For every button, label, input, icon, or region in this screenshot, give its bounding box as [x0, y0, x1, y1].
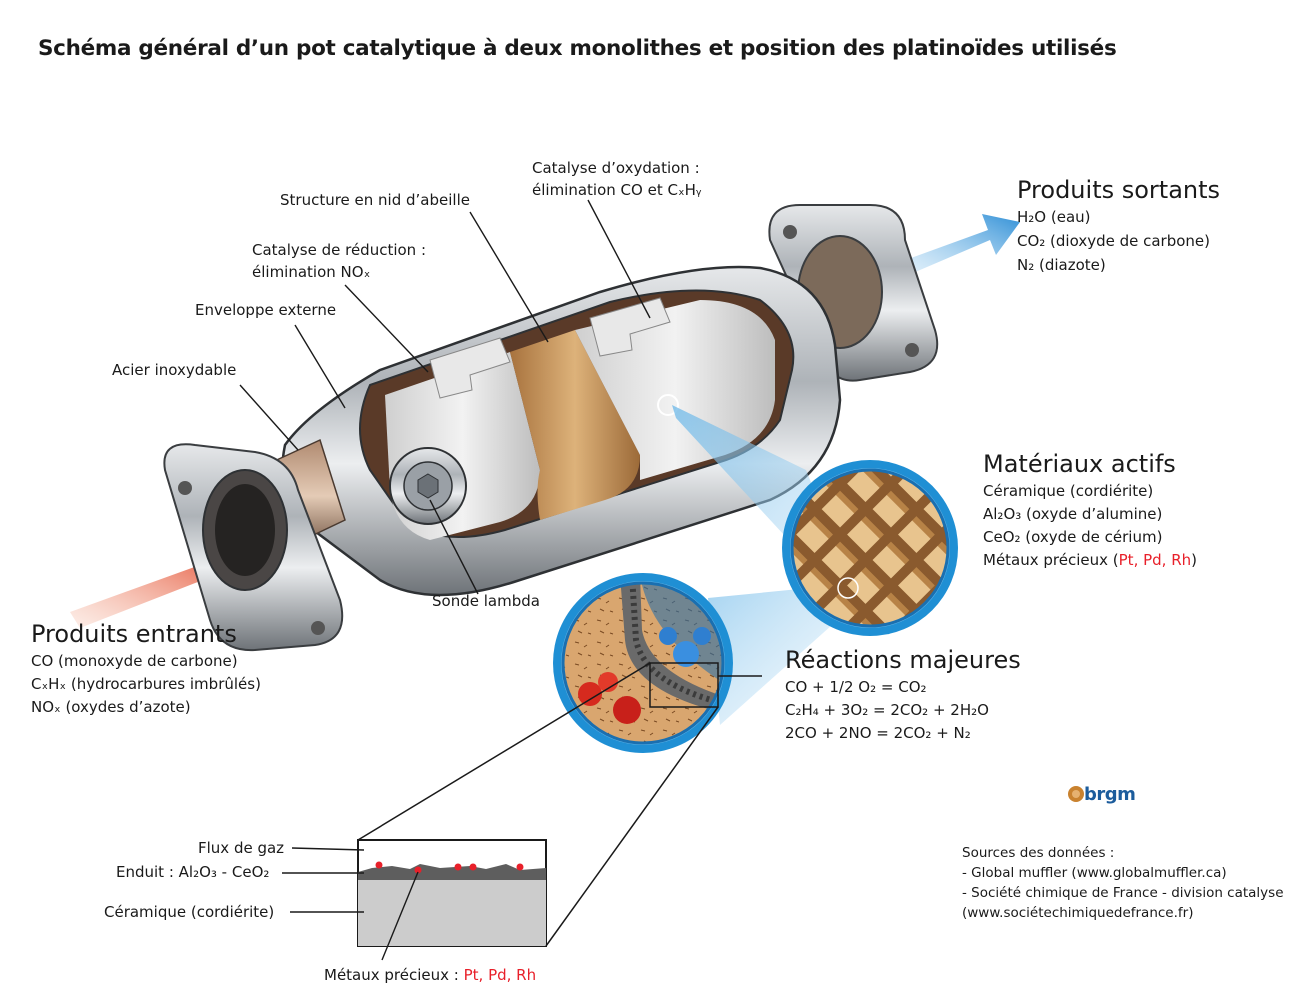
outlet-arrow	[900, 214, 1020, 276]
metaux-values: Pt, Pd, Rh	[1118, 551, 1192, 569]
leader-lines	[239, 199, 762, 961]
label-sonde-lambda: Sonde lambda	[432, 592, 540, 610]
materiaux-actifs-metaux: Métaux précieux (Pt, Pd, Rh)	[983, 549, 1197, 573]
produits-entrants-heading: Produits entrants	[31, 620, 237, 648]
label-enveloppe-externe: Enveloppe externe	[195, 301, 337, 319]
label-structure-nid-abeille: Structure en nid d’abeille	[280, 191, 470, 209]
label-acier-inoxydable: Acier inoxydable	[112, 361, 237, 379]
materiaux-actifs-item: Céramique (cordiérite)	[983, 482, 1154, 500]
produits-entrants-item: CO (monoxyde de carbone)	[31, 652, 238, 670]
reaction-equation: CO + 1/2 O₂ = CO₂	[785, 678, 927, 696]
reaction-equation: C₂H₄ + 3O₂ = 2CO₂ + 2H₂O	[785, 701, 989, 719]
inset-label-enduit: Enduit : Al₂O₃ - CeO₂	[116, 863, 270, 881]
sources-item: - Global muffler (www.globalmuffler.ca)	[962, 865, 1227, 881]
page-title: Schéma général d’un pot catalytique à de…	[38, 36, 1117, 61]
produits-sortants-item: N₂ (diazote)	[1017, 256, 1106, 274]
honeycomb-magnifier	[782, 460, 958, 636]
reactions-majeures-heading: Réactions majeures	[785, 646, 1021, 674]
inset-label-ceramique: Céramique (cordiérite)	[104, 903, 275, 921]
metaux-prefix: Métaux précieux (	[983, 551, 1119, 569]
label-catalyse-oxydation-line2: élimination CO et CₓHᵧ	[532, 181, 702, 199]
produits-sortants-item: H₂O (eau)	[1017, 208, 1091, 226]
sources-item: - Société chimique de France - division …	[962, 885, 1284, 901]
coating-inset	[357, 839, 547, 947]
brgm-logo-text: brgm	[1084, 784, 1136, 805]
inset-label-flux-gaz: Flux de gaz	[198, 839, 285, 857]
label-catalyse-reduction-line2: élimination NOₓ	[252, 263, 371, 281]
materiaux-actifs-heading: Matériaux actifs	[983, 450, 1176, 478]
produits-entrants-item: CₓHₓ (hydrocarbures imbrûlés)	[31, 675, 261, 693]
metaux-suffix: )	[1191, 551, 1197, 569]
converter-body	[163, 204, 939, 652]
brgm-logo: brgm	[1066, 780, 1146, 824]
inset-metaux-values: Pt, Pd, Rh	[463, 966, 537, 984]
label-catalyse-oxydation-line1: Catalyse d’oxydation :	[532, 159, 700, 177]
label-catalyse-reduction-line1: Catalyse de réduction :	[252, 241, 427, 259]
inset-metaux-prefix: Métaux précieux :	[324, 966, 464, 984]
sources-heading: Sources des données :	[962, 845, 1115, 861]
sources-item: (www.sociétechimiquedefrance.fr)	[962, 905, 1194, 921]
materiaux-actifs-item: Al₂O₃ (oxyde d’alumine)	[983, 505, 1163, 523]
reaction-equation: 2CO + 2NO = 2CO₂ + N₂	[785, 724, 971, 742]
brgm-logo-mark	[1068, 786, 1084, 802]
inset-label-metaux: Métaux précieux : Pt, Pd, Rh	[324, 965, 536, 986]
materiaux-actifs-item: CeO₂ (oxyde de cérium)	[983, 528, 1163, 546]
produits-entrants-item: NOₓ (oxydes d’azote)	[31, 698, 191, 716]
produits-sortants-heading: Produits sortants	[1017, 176, 1221, 204]
produits-sortants-item: CO₂ (dioxyde de carbone)	[1017, 232, 1211, 250]
